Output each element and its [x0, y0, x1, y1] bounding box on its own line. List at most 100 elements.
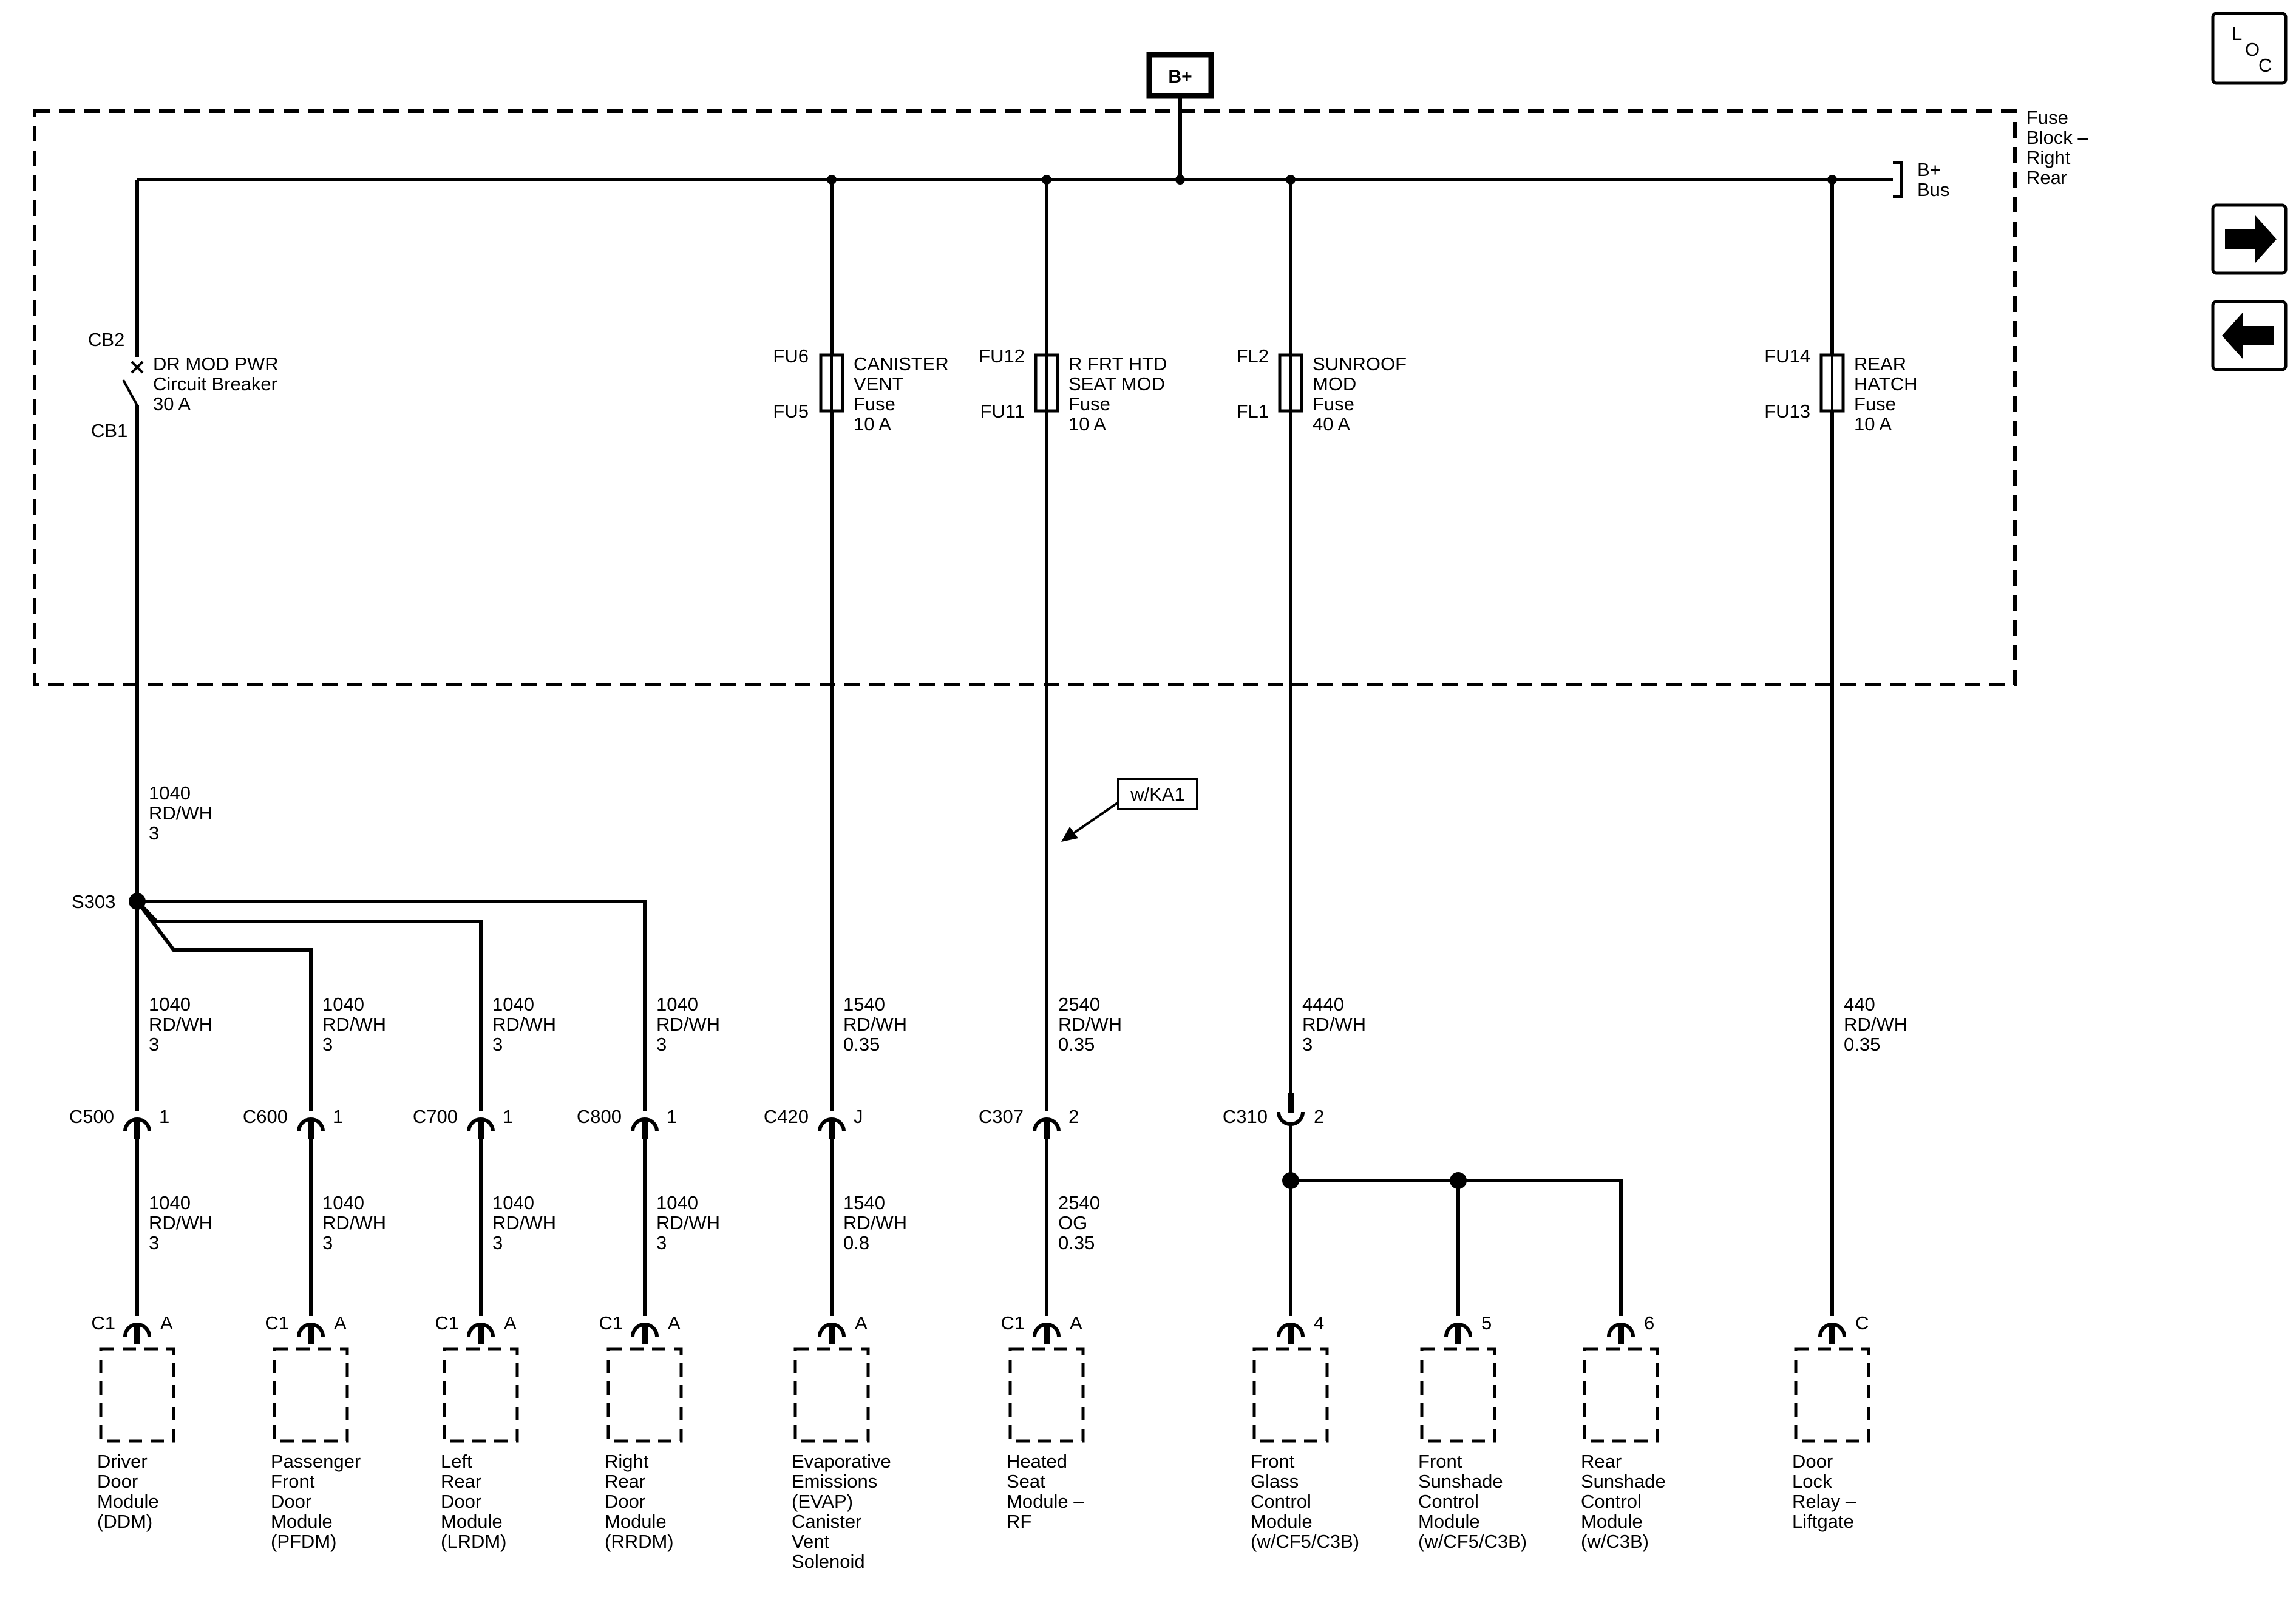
- svg-text:Sunshade: Sunshade: [1581, 1471, 1666, 1492]
- loc-letter-c: C: [2258, 55, 2272, 76]
- svg-text:0.35: 0.35: [1058, 1232, 1095, 1253]
- svg-text:6: 6: [1644, 1312, 1654, 1334]
- svg-text:Door: Door: [1792, 1451, 1833, 1472]
- svg-text:3: 3: [492, 1034, 503, 1055]
- svg-text:0.35: 0.35: [1058, 1034, 1095, 1055]
- svg-text:C600: C600: [243, 1106, 288, 1127]
- wire-label-evap-bot: 1540 RD/WH 0.8: [843, 1192, 907, 1253]
- inline-connector-c500: C500 1: [69, 1106, 169, 1139]
- svg-text:1540: 1540: [843, 1192, 885, 1213]
- wire-label-hatch-top: 440 RD/WH 0.35: [1844, 994, 1907, 1055]
- wire-label-pfdm-bot: 1040 RD/WH 3: [322, 1192, 386, 1253]
- svg-text:REAR: REAR: [1854, 353, 1906, 375]
- svg-text:Door: Door: [97, 1471, 138, 1492]
- svg-text:1040: 1040: [322, 994, 364, 1015]
- svg-text:w/KA1: w/KA1: [1130, 784, 1185, 805]
- arrow-left-icon: [2222, 312, 2274, 359]
- svg-text:3: 3: [322, 1034, 333, 1055]
- svg-text:C800: C800: [577, 1106, 622, 1127]
- svg-text:Fuse: Fuse: [1068, 393, 1110, 415]
- svg-text:RD/WH: RD/WH: [149, 1014, 212, 1035]
- svg-text:3: 3: [149, 822, 159, 844]
- svg-text:1040: 1040: [656, 1192, 698, 1213]
- circuit-breaker: CB2 CB1 DR MOD PWR Circuit Breaker 30 A: [88, 180, 279, 901]
- svg-text:Rear: Rear: [605, 1471, 645, 1492]
- svg-text:SUNROOF: SUNROOF: [1313, 353, 1407, 375]
- svg-text:Emissions: Emissions: [792, 1471, 877, 1492]
- svg-text:1: 1: [667, 1106, 677, 1127]
- svg-text:Module: Module: [605, 1511, 667, 1532]
- wire-label-rrdm-top: 1040 RD/WH 3: [656, 994, 720, 1055]
- previous-page-button[interactable]: [2211, 300, 2288, 371]
- svg-text:40 A: 40 A: [1313, 413, 1350, 435]
- fuse-seat-mod: FU12 FU11 R FRT HTD SEAT MOD Fuse 10 A: [979, 180, 1167, 1111]
- svg-text:RD/WH: RD/WH: [656, 1014, 720, 1035]
- fuse-block: Fuse Block – Right Rear: [33, 107, 2088, 686]
- b-plus-bus: B+ Bus: [137, 159, 1949, 200]
- wire-label-ddm-top: 1040 RD/WH 3: [149, 994, 212, 1055]
- svg-text:RD/WH: RD/WH: [149, 1212, 212, 1233]
- svg-text:(w/CF5/C3B): (w/CF5/C3B): [1418, 1531, 1527, 1552]
- svg-text:Liftgate: Liftgate: [1792, 1511, 1854, 1532]
- svg-text:RD/WH: RD/WH: [843, 1212, 907, 1233]
- svg-text:30 A: 30 A: [153, 393, 191, 415]
- svg-text:FL1: FL1: [1237, 401, 1269, 422]
- svg-text:(EVAP): (EVAP): [792, 1491, 853, 1512]
- svg-text:C: C: [1855, 1312, 1869, 1334]
- svg-text:A: A: [334, 1312, 347, 1334]
- svg-text:SEAT MOD: SEAT MOD: [1068, 373, 1165, 395]
- wire-label-rrdm-bot: 1040 RD/WH 3: [656, 1192, 720, 1253]
- svg-text:2540: 2540: [1058, 994, 1100, 1015]
- svg-text:C1: C1: [435, 1312, 459, 1334]
- svg-text:C420: C420: [764, 1106, 809, 1127]
- svg-text:10 A: 10 A: [854, 413, 891, 435]
- svg-text:RD/WH: RD/WH: [843, 1014, 907, 1035]
- wire-label-pfdm-top: 1040 RD/WH 3: [322, 994, 386, 1055]
- svg-text:RD/WH: RD/WH: [149, 802, 212, 824]
- svg-text:Rear: Rear: [2026, 167, 2067, 188]
- inline-connector-c800: C800 1: [577, 1106, 677, 1139]
- svg-text:VENT: VENT: [854, 373, 904, 395]
- component-heated-seat-module: C1 A Heated Seat Module – RF: [1000, 1312, 1085, 1532]
- svg-text:FU12: FU12: [979, 345, 1025, 367]
- svg-text:FU11: FU11: [980, 401, 1025, 422]
- svg-text:A: A: [668, 1312, 681, 1334]
- svg-text:440: 440: [1844, 994, 1875, 1015]
- svg-text:Module: Module: [97, 1491, 159, 1512]
- next-page-button[interactable]: [2211, 203, 2288, 275]
- svg-text:Fuse: Fuse: [854, 393, 895, 415]
- svg-text:RD/WH: RD/WH: [322, 1212, 386, 1233]
- svg-text:3: 3: [149, 1034, 159, 1055]
- svg-text:RD/WH: RD/WH: [1058, 1014, 1122, 1035]
- bus-label: B+: [1917, 159, 1941, 180]
- svg-text:RD/WH: RD/WH: [1844, 1014, 1907, 1035]
- svg-text:Door: Door: [605, 1491, 645, 1512]
- svg-text:0.35: 0.35: [843, 1034, 880, 1055]
- svg-text:3: 3: [322, 1232, 333, 1253]
- wire-label-cb-out: 1040 RD/WH 3: [149, 782, 212, 844]
- component-ddm: C1 A Driver Door Module (DDM): [91, 1312, 175, 1532]
- svg-text:Lock: Lock: [1792, 1471, 1832, 1492]
- svg-text:Door: Door: [271, 1491, 311, 1512]
- svg-text:C307: C307: [979, 1106, 1024, 1127]
- inline-connector-c420: C420 J: [764, 1106, 863, 1139]
- svg-text:Front: Front: [1418, 1451, 1462, 1472]
- wire-label-lrdm-bot: 1040 RD/WH 3: [492, 1192, 556, 1253]
- svg-text:5: 5: [1481, 1312, 1492, 1334]
- svg-text:Right: Right: [2026, 147, 2071, 168]
- loc-button[interactable]: L O C: [2211, 12, 2288, 85]
- svg-text:2: 2: [1068, 1106, 1079, 1127]
- battery-source: B+: [1146, 52, 1214, 180]
- cb-terminal-bottom: CB1: [91, 420, 127, 441]
- component-rear-sunshade-control-module: 6 Rear Sunshade Control Module (w/C3B): [1581, 1312, 1666, 1552]
- svg-text:(w/CF5/C3B): (w/CF5/C3B): [1251, 1531, 1359, 1552]
- svg-text:Vent: Vent: [792, 1531, 829, 1552]
- svg-text:3: 3: [149, 1232, 159, 1253]
- svg-text:Bus: Bus: [1917, 179, 1949, 200]
- svg-text:0.8: 0.8: [843, 1232, 869, 1253]
- svg-text:1040: 1040: [149, 1192, 191, 1213]
- svg-text:A: A: [160, 1312, 173, 1334]
- svg-text:Module: Module: [1418, 1511, 1480, 1532]
- svg-text:Control: Control: [1581, 1491, 1642, 1512]
